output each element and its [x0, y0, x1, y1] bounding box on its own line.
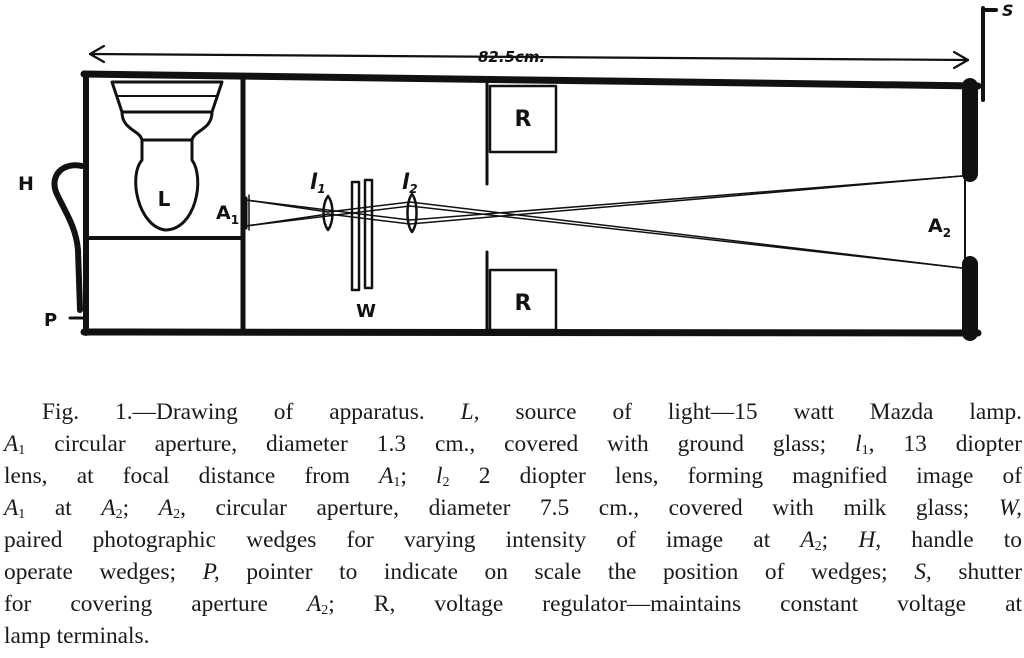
- caption-italic: W,: [998, 495, 1022, 521]
- caption-text: operate wedges;: [4, 559, 203, 585]
- caption-italic: P,: [202, 559, 220, 585]
- shutter: [981, 6, 998, 102]
- caption-text: handle to: [881, 527, 1022, 553]
- voltage-regulator-top: [488, 84, 558, 154]
- label-handle: H: [18, 173, 34, 195]
- label-lens-l1: l1: [310, 170, 326, 196]
- handle: [51, 162, 85, 313]
- caption-italic: A: [158, 495, 174, 521]
- caption-subscript: 2: [814, 539, 822, 554]
- caption-italic: A: [4, 495, 19, 521]
- caption-italic: A: [379, 463, 394, 489]
- caption-line: A1 circular aperture, diameter 1.3 cm., …: [4, 428, 1022, 460]
- caption-subscript: 1: [18, 507, 26, 522]
- caption-text: lamp terminals.: [4, 623, 150, 649]
- label-aperture-a1: A1: [216, 202, 239, 227]
- lens-l2: [406, 192, 418, 234]
- caption-line: lens, at focal distance from A1; l2 2 di…: [4, 460, 1022, 492]
- light-rays: [245, 175, 963, 269]
- caption-subscript: 2: [115, 507, 123, 522]
- caption-line: Fig. 1.—Drawing of apparatus. L, source …: [4, 396, 1022, 428]
- caption-line: lamp terminals.: [4, 620, 1022, 652]
- label-pointer: P: [44, 310, 57, 331]
- caption-text: Fig. 1.—Drawing of apparatus.: [42, 399, 461, 425]
- caption-text: lens, at focal distance from: [4, 463, 380, 489]
- caption-italic: l: [436, 463, 443, 489]
- label-lamp: L: [158, 187, 171, 211]
- caption-text: , 13 diopter: [868, 431, 1022, 457]
- caption-italic: l: [855, 431, 862, 457]
- caption-text: , circular aperture, diameter 7.5 cm., c…: [180, 495, 999, 521]
- caption-subscript: 1: [18, 443, 26, 458]
- caption-italic: A: [306, 591, 322, 617]
- caption-italic: H,: [858, 527, 882, 553]
- caption-italic: S,: [914, 559, 932, 585]
- caption-subscript: 2: [442, 475, 450, 490]
- dimension-label: 82.5cm.: [478, 48, 545, 66]
- caption-text: shutter: [931, 559, 1023, 585]
- label-lens-l2: l2: [402, 170, 418, 196]
- caption-text: for covering aperture: [4, 591, 307, 617]
- caption-line: for covering aperture A2; R, voltage reg…: [4, 588, 1022, 620]
- label-regulator-bottom: R: [515, 291, 532, 316]
- caption-italic: A: [800, 527, 815, 553]
- caption-text: 2 diopter lens, forming magnified image …: [449, 463, 1022, 489]
- caption-line: A1 at A2; A2, circular aperture, diamete…: [4, 492, 1022, 524]
- caption-subscript: 2: [321, 603, 329, 618]
- caption-text: ;: [821, 527, 859, 553]
- caption-subscript: 1: [861, 443, 869, 458]
- label-shutter: S: [1002, 1, 1014, 20]
- label-regulator-top: R: [515, 107, 532, 132]
- caption-line: operate wedges; P, pointer to indicate o…: [4, 556, 1022, 588]
- wedges: [350, 178, 374, 292]
- caption-text: paired photographic wedges for varying i…: [4, 527, 801, 553]
- caption-italic: A: [4, 431, 19, 457]
- caption-text: pointer to indicate on scale the positio…: [219, 559, 915, 585]
- apparatus-box: [80, 70, 982, 337]
- caption-text: ; R, voltage regulator—maintains constan…: [328, 591, 1022, 617]
- label-wedges: W: [356, 301, 376, 322]
- caption-italic: A: [101, 495, 116, 521]
- caption-italic: L,: [460, 399, 480, 425]
- voltage-regulator-bottom: [488, 268, 558, 332]
- lamp: [110, 80, 224, 232]
- figure-caption: Fig. 1.—Drawing of apparatus. L, source …: [4, 396, 1022, 652]
- aperture-a2: [962, 78, 978, 341]
- caption-text: at: [25, 495, 102, 521]
- caption-text: ;: [122, 495, 159, 521]
- lens-l1: [322, 194, 334, 232]
- caption-line: paired photographic wedges for varying i…: [4, 524, 1022, 556]
- apparatus-diagram: 82.5cm. L A1 l1 l2 A2 R R W H P S: [18, 1, 1014, 341]
- caption-subscript: 1: [393, 475, 401, 490]
- dimension-arrow: [88, 44, 970, 70]
- caption-subscript: 2: [173, 507, 181, 522]
- caption-text: source of light—15 watt Mazda lamp.: [479, 399, 1022, 425]
- label-aperture-a2: A2: [928, 215, 951, 240]
- caption-text: ;: [400, 463, 437, 489]
- caption-text: circular aperture, diameter 1.3 cm., cov…: [25, 431, 856, 457]
